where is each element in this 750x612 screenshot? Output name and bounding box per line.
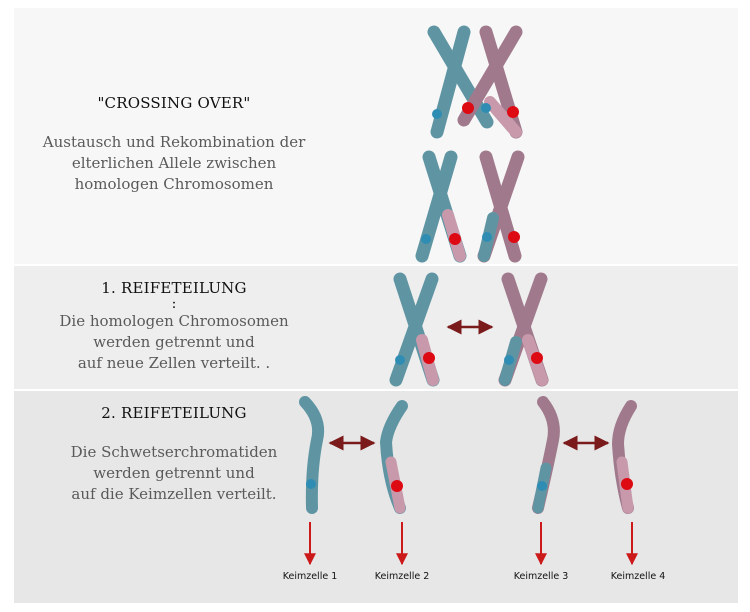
first-division-colon: : bbox=[171, 296, 177, 312]
crossing-over-panel bbox=[14, 8, 738, 264]
red-allele-marker bbox=[621, 478, 633, 490]
division1-chromosome-mauve bbox=[498, 272, 549, 387]
second-division-line-3: auf die Keimzellen verteilt. bbox=[71, 485, 277, 503]
germ-cell-label-3: Keimzelle 3 bbox=[514, 571, 569, 582]
second-division-line-2: werden getrennt und bbox=[93, 464, 255, 482]
second-division-title: 2. REIFETEILUNG bbox=[101, 404, 247, 422]
second-division-line-1: Die Schwetserchromatiden bbox=[70, 443, 278, 461]
germ-cell-label-4: Keimzelle 4 bbox=[611, 571, 666, 582]
first-division-line-3: auf neue Zellen verteilt. . bbox=[77, 354, 271, 372]
red-allele-marker bbox=[449, 233, 461, 245]
germ-cell-label-2: Keimzelle 2 bbox=[375, 571, 430, 582]
red-allele-marker bbox=[391, 480, 403, 492]
first-division-text: 1. REIFETEILUNG : Die homologen Chromoso… bbox=[14, 279, 334, 374]
chromatid-3 bbox=[532, 396, 560, 514]
recombined-chromosome-mauve bbox=[477, 150, 525, 263]
recombined-chromosome-teal bbox=[415, 150, 467, 263]
blue-allele-marker bbox=[421, 234, 431, 244]
crossing-chromosome-mauve bbox=[457, 25, 523, 139]
crossing-over-text: "CROSSING OVER" Austausch und Rekombinat… bbox=[14, 94, 334, 195]
blue-allele-marker bbox=[432, 109, 442, 119]
blue-allele-marker bbox=[537, 481, 547, 491]
red-allele-marker bbox=[462, 102, 474, 114]
blue-allele-marker bbox=[395, 355, 405, 365]
germ-cell-label-1: Keimzelle 1 bbox=[283, 571, 338, 582]
first-division-line-1: Die homologen Chromosomen bbox=[59, 312, 289, 330]
blue-allele-marker bbox=[481, 103, 491, 113]
first-division-title: 1. REIFETEILUNG bbox=[101, 279, 247, 297]
first-division-panel bbox=[14, 266, 738, 389]
division1-chromosome-teal bbox=[389, 272, 440, 387]
blue-allele-marker bbox=[306, 479, 316, 489]
red-allele-marker bbox=[507, 106, 519, 118]
red-allele-marker bbox=[531, 352, 543, 364]
crossing-over-line-3: homologen Chromosomen bbox=[74, 175, 274, 193]
chromatid-2 bbox=[379, 400, 408, 514]
blue-allele-marker bbox=[482, 232, 492, 242]
second-division-text: 2. REIFETEILUNG Die Schwetserchromatiden… bbox=[14, 404, 334, 505]
chromatid-1 bbox=[299, 396, 325, 514]
crossing-over-line-1: Austausch und Rekombination der bbox=[42, 133, 306, 151]
red-allele-marker bbox=[423, 352, 435, 364]
red-allele-marker bbox=[508, 231, 520, 243]
blue-allele-marker bbox=[504, 355, 514, 365]
crossing-over-title: "CROSSING OVER" bbox=[97, 94, 251, 112]
first-division-line-2: werden getrennt und bbox=[93, 333, 255, 351]
crossing-over-line-2: elterlichen Allele zwischen bbox=[71, 154, 277, 172]
chromatid-4 bbox=[611, 400, 637, 514]
